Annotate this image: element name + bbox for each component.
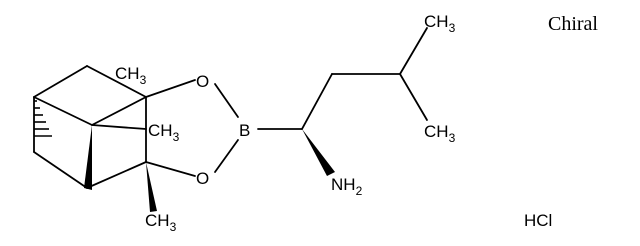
methyl-top: CH3 [424, 12, 456, 35]
leucine-side-chain [301, 27, 428, 130]
pinane-skeleton [33, 65, 147, 189]
methyl-bottom: CH3 [145, 211, 177, 234]
methyl-right: CH3 [424, 122, 456, 145]
oxygen-upper: O [196, 72, 209, 91]
dioxaborolane-ring [145, 79, 303, 177]
wedge-bridge [84, 125, 92, 190]
wedge-bottom-methyl [146, 162, 157, 212]
hcl-label: HCl [524, 211, 552, 230]
chiral-label: Chiral [548, 13, 598, 35]
wedge-amine [302, 129, 335, 176]
amine-group: NH2 [331, 175, 363, 198]
methyl-bridge-upper: CH3 [115, 64, 147, 87]
hash-wedge-left [34, 100, 52, 137]
boron-atom: B [239, 121, 250, 140]
methyl-bridge-lower: CH3 [148, 121, 180, 144]
oxygen-lower: O [196, 169, 209, 188]
